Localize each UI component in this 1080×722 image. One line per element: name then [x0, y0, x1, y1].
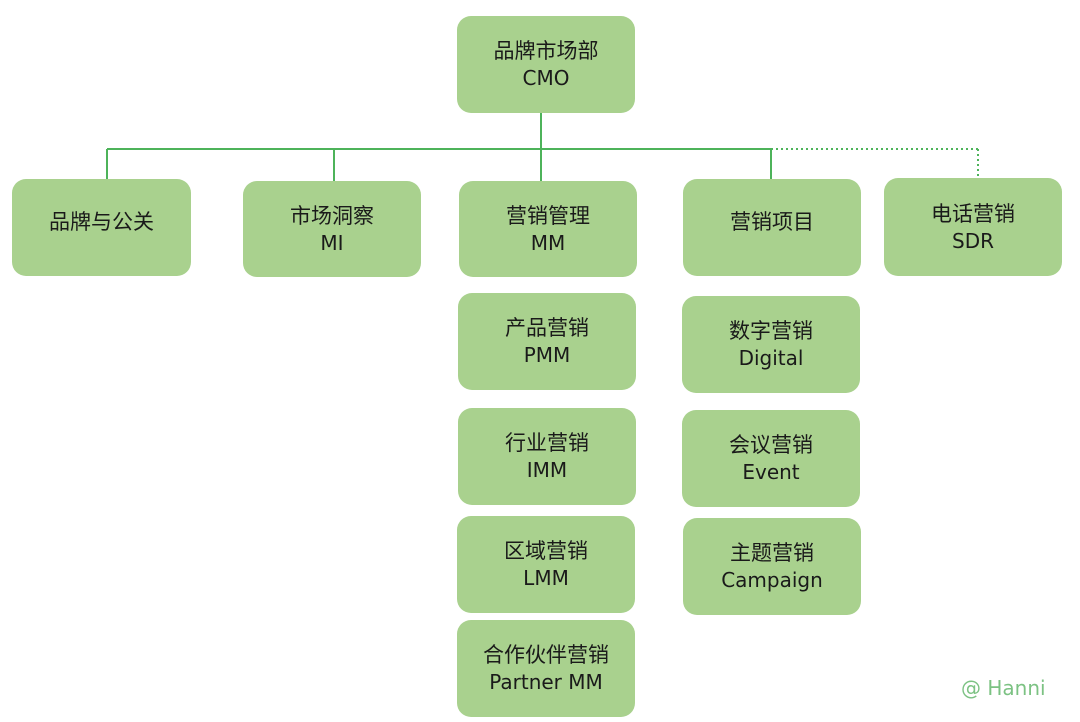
dept-node-marketing-management: 营销管理 MM — [459, 181, 637, 277]
node-name: 营销项目 — [730, 209, 814, 234]
node-name: 电话营销 — [931, 201, 1015, 226]
node-name: 主题营销 — [730, 541, 814, 565]
node-name: 产品营销 — [505, 316, 589, 340]
team-node-partner-mm: 合作伙伴营销 Partner MM — [457, 620, 635, 717]
node-name: 品牌市场部 — [493, 39, 599, 63]
team-node-event: 会议营销 Event — [682, 410, 860, 507]
dept-node-telesales: 电话营销 SDR — [884, 178, 1062, 276]
dept-node-marketing-programs: 营销项目 — [683, 179, 861, 276]
team-node-campaign: 主题营销 Campaign — [683, 518, 861, 615]
team-node-digital: 数字营销 Digital — [682, 296, 860, 393]
node-name: 市场洞察 — [290, 203, 374, 228]
team-node-imm: 行业营销 IMM — [458, 408, 636, 505]
node-abbr: Campaign — [721, 568, 823, 592]
dept-node-brand-pr: 品牌与公关 — [12, 179, 191, 276]
author-watermark: @ Hanni — [961, 676, 1046, 700]
node-abbr: PMM — [523, 343, 571, 367]
dept-node-market-insight: 市场洞察 MI — [243, 181, 421, 277]
node-abbr: Event — [742, 460, 800, 484]
node-name: 会议营销 — [729, 433, 813, 457]
node-name: 数字营销 — [729, 319, 813, 343]
node-abbr: Partner MM — [489, 670, 603, 694]
node-name: 品牌与公关 — [49, 209, 154, 234]
node-name: 合作伙伴营销 — [483, 643, 609, 667]
node-abbr: LMM — [523, 566, 569, 590]
node-abbr: Digital — [738, 346, 804, 370]
root-node-cmo: 品牌市场部 CMO — [457, 16, 635, 113]
node-abbr: CMO — [522, 66, 570, 90]
node-abbr: MI — [320, 230, 344, 255]
node-abbr: IMM — [526, 458, 568, 482]
node-name: 营销管理 — [506, 203, 590, 228]
node-name: 区域营销 — [504, 539, 588, 563]
node-abbr: SDR — [952, 228, 994, 253]
node-name: 行业营销 — [505, 431, 589, 455]
team-node-lmm: 区域营销 LMM — [457, 516, 635, 613]
team-node-pmm: 产品营销 PMM — [458, 293, 636, 390]
node-abbr: MM — [530, 230, 566, 255]
